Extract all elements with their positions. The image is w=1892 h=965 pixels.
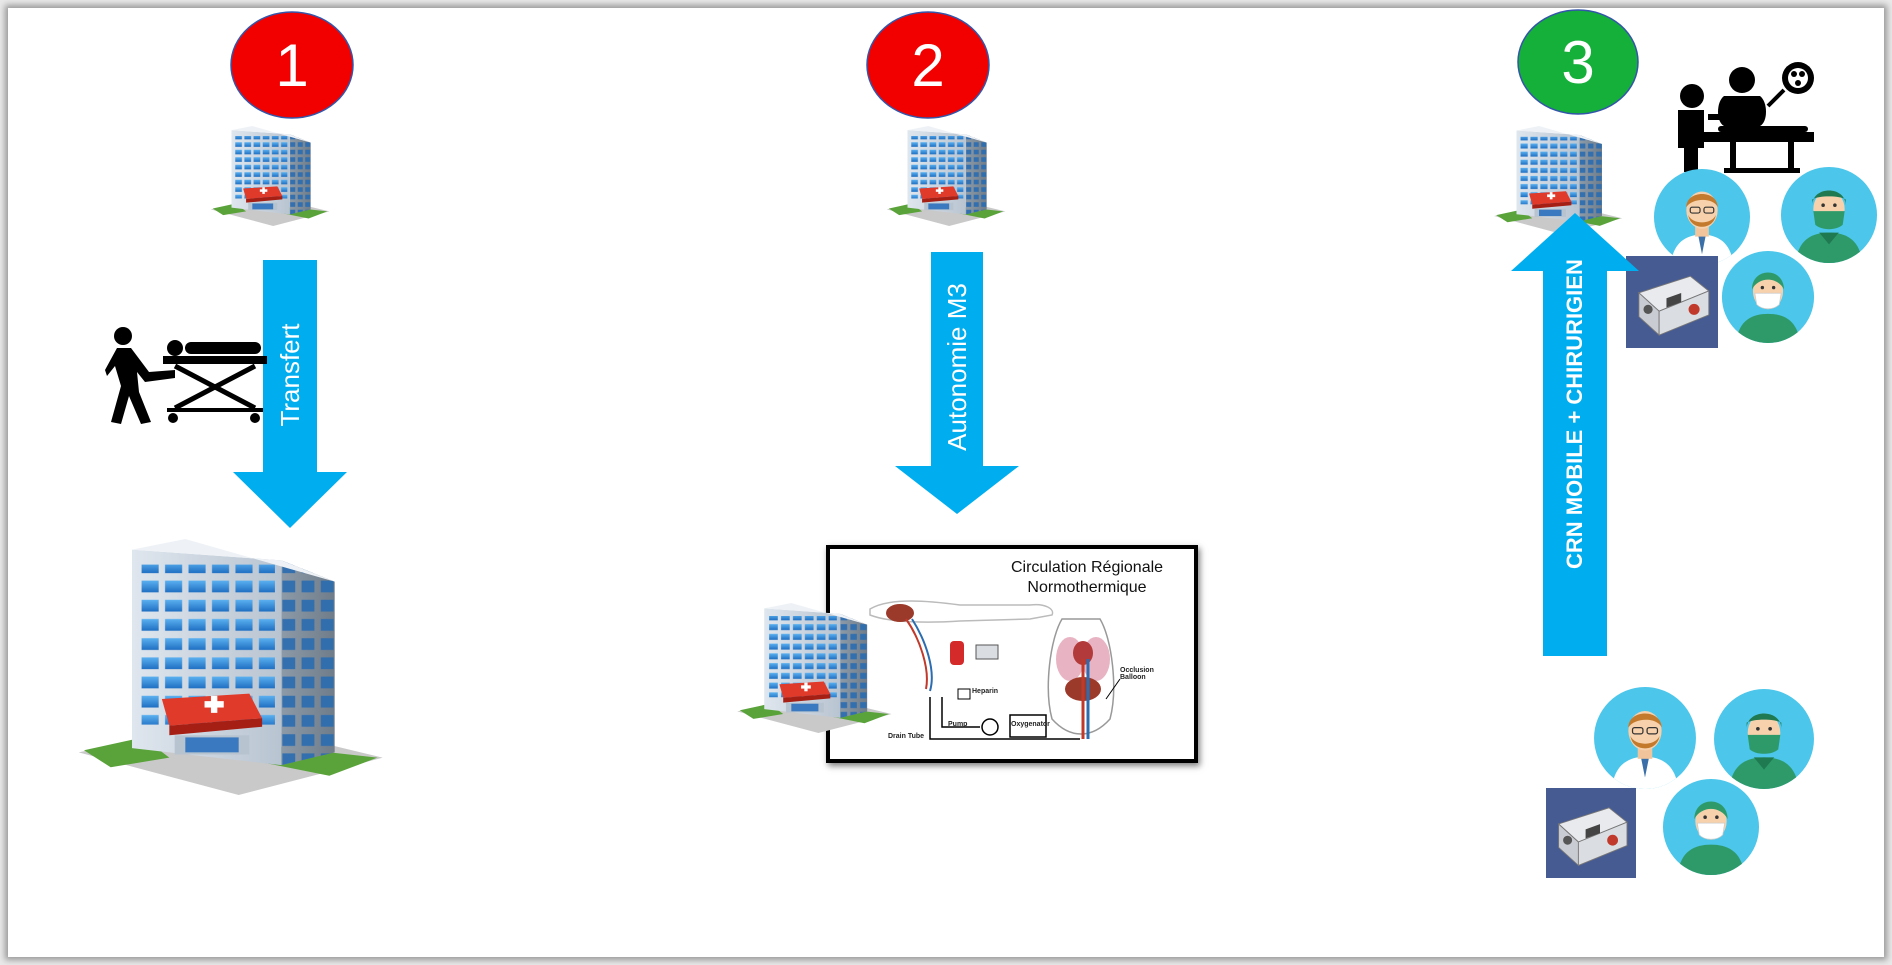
crn-diagram-panel: Circulation Régionale Normothermique [826,545,1198,763]
doctor-avatar-icon [1592,686,1698,790]
stretcher-transport-icon [105,327,267,424]
transfer-arrow-label: Transfert [275,323,305,427]
drain-tube-label: Drain Tube [888,733,925,740]
transfer-arrow [233,260,347,528]
step-1-number: 1 [275,31,309,99]
step-2-circle: 2 [865,10,991,120]
surgery-team-icon [1678,62,1814,173]
heparin-label: Heparin [972,688,999,695]
step-3-circle: 3 [1516,8,1640,116]
crn-schematic [869,600,1121,740]
step-1-circle-shape [230,11,354,119]
surgeon-avatar-icon [1712,688,1816,790]
step-3-circle-shape [1517,9,1639,115]
step-2-number: 2 [911,31,945,99]
step-3-number: 3 [1561,28,1595,96]
step-2-circle-shape [866,11,990,119]
crn-title-line1: Circulation Régionale [1010,559,1164,576]
occlusion-balloon-label: Occlusion Balloon [1120,667,1154,681]
pump-label: Pump [948,721,968,728]
hospital-building-icon [728,603,898,733]
autonomy-arrow [895,252,1019,514]
destination-hospital-icon [68,538,388,796]
diagram-canvas: 1 Transfert 2 Autonomie M3 Circulation R… [8,8,1884,957]
perfusion-machine-icon [1626,256,1718,348]
crn-mobile-arrow-label: CRN MOBILE + CHIRURIGIEN [1562,259,1587,569]
perfusion-machine-icon [1546,786,1636,880]
surgeon-avatar-icon [1660,778,1762,876]
hospital-building-icon [204,126,334,226]
hospital-building-icon [880,126,1010,226]
crn-mobile-arrow [1511,213,1639,656]
surgeon-avatar-icon [1720,250,1816,344]
oxygenator-label: Oxygenator [1011,721,1050,728]
step-1-circle: 1 [229,10,355,120]
crn-title-line2: Normothermique [1027,579,1147,596]
autonomy-arrow-label: Autonomie M3 [942,283,972,451]
